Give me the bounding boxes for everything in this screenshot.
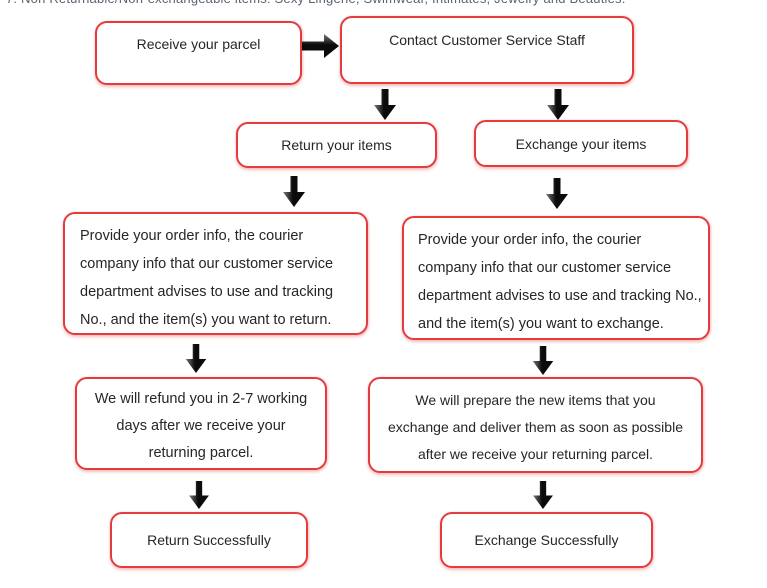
node-text-line: days after we receive your [116,418,286,434]
node-receive-parcel: Receive your parcel [95,21,302,85]
node-exchange-your-items: Exchange your items [474,120,688,167]
node-label: Exchange Successfully [474,532,619,548]
flow-arrow-down-icon [547,89,569,120]
flow-arrow-down-icon [532,346,554,375]
node-return-details: Provide your order info, the courier com… [63,212,368,335]
node-text-line: No., and the item(s) you want to return. [80,312,332,328]
node-text-line: after we receive your returning parcel. [418,446,653,462]
node-prepare-items: We will prepare the new items that you e… [368,377,703,473]
node-text-line: department advises to use and tracking N… [418,288,702,304]
node-refund-info: We will refund you in 2-7 working days a… [75,377,327,470]
node-text-line: We will prepare the new items that you [415,392,656,408]
node-exchange-details: Provide your order info, the courier com… [402,216,710,340]
node-text-line: exchange and deliver them as soon as pos… [388,419,683,435]
node-label: Exchange your items [515,135,647,152]
node-return-your-items: Return your items [236,122,437,168]
node-return-successfully: Return Successfully [110,512,308,568]
flow-arrow-right-icon [302,33,339,59]
node-text-line: returning parcel. [148,445,254,461]
flow-arrow-down-icon [185,344,207,373]
node-text-line: We will refund you in 2-7 working [94,391,308,407]
node-label: Contact Customer Service Staff [389,32,585,48]
node-text-line: company info that our customer service [80,256,334,272]
node-label: Return your items [281,137,392,153]
node-text-line: and the item(s) you want to exchange. [418,316,664,332]
page-note-clipped: 7. Non Returnable/Non-exchangeable items… [6,0,726,8]
flow-arrow-down-icon [188,481,210,509]
node-exchange-successfully: Exchange Successfully [440,512,653,568]
node-contact-customer-service: Contact Customer Service Staff [340,16,634,84]
node-text-line: Provide your order info, the courier [80,228,304,244]
node-text-line: department advises to use and tracking [80,284,334,300]
node-label: Receive your parcel [136,36,261,52]
flow-arrow-down-icon [546,178,568,209]
node-label: Return Successfully [147,532,271,548]
page-note-text: 7. Non Returnable/Non-exchangeable items… [6,0,726,6]
flow-arrow-down-icon [374,89,396,120]
flow-arrow-down-icon [283,176,305,207]
node-text-line: company info that our customer service [418,260,672,276]
node-text-line: Provide your order info, the courier [418,232,642,248]
flow-arrow-down-icon [532,481,554,509]
